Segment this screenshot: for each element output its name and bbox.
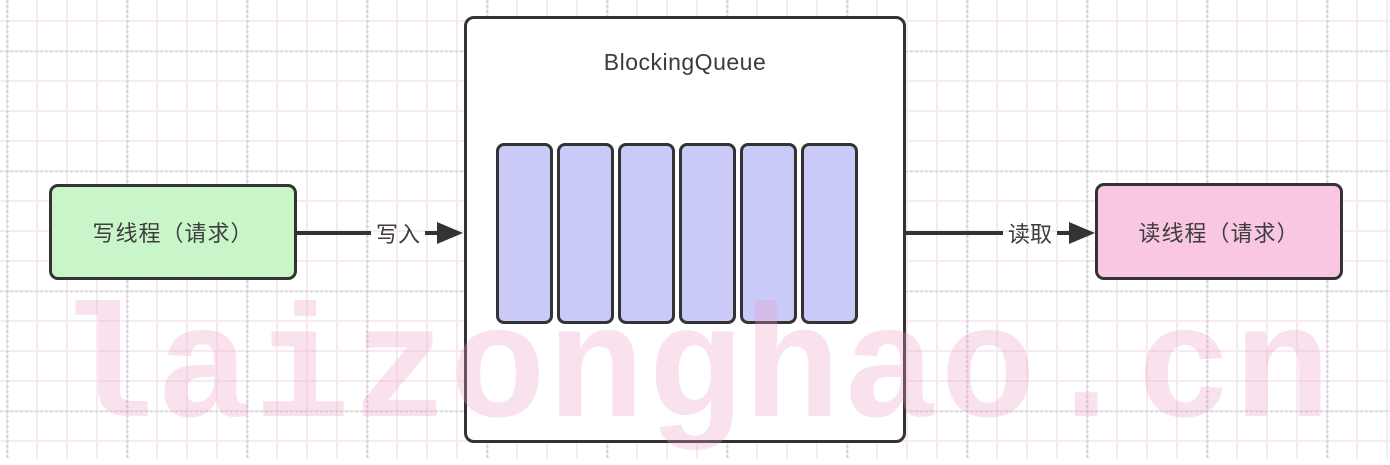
writer-thread-label: 写线程（请求）	[92, 221, 254, 246]
queue-slot	[801, 143, 858, 324]
queue-slots	[496, 143, 858, 324]
arrowhead-right-icon	[437, 222, 463, 244]
write-arrow-label: 写入	[375, 222, 420, 247]
queue-slot	[740, 143, 797, 324]
queue-slot	[557, 143, 614, 324]
reader-thread-box: 读线程（请求）	[1095, 183, 1343, 280]
write-arrow-line	[297, 231, 371, 235]
write-arrow: 写入	[297, 213, 463, 253]
queue-slot	[618, 143, 675, 324]
blocking-queue-title: BlockingQueue	[603, 49, 767, 75]
read-arrow: 读取	[906, 213, 1095, 253]
reader-thread-label: 读线程（请求）	[1138, 220, 1300, 246]
read-arrow-line	[906, 231, 1003, 235]
writer-thread-box: 写线程（请求）	[49, 184, 297, 280]
blocking-queue-box: BlockingQueue	[464, 16, 906, 443]
queue-slot	[679, 143, 736, 324]
read-arrow-label: 读取	[1007, 222, 1052, 247]
arrowhead-right-icon	[1069, 222, 1095, 244]
write-arrow-line	[425, 231, 437, 235]
queue-slot	[496, 143, 553, 324]
read-arrow-line	[1057, 231, 1069, 235]
